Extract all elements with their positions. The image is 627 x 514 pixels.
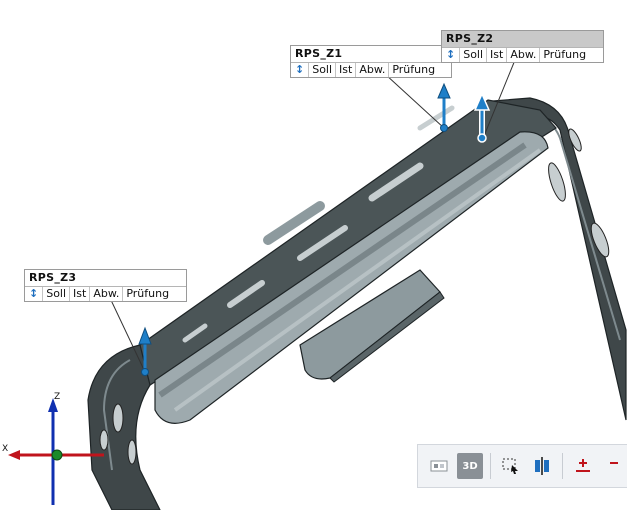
rps-z1-marker (437, 82, 451, 132)
callout-row: ↕ Soll Ist Abw. Prüfung (442, 48, 603, 62)
add-point-button[interactable] (570, 453, 596, 479)
col-abw: Abw. (356, 63, 390, 77)
align-center-button[interactable] (529, 453, 555, 479)
rps-z2-marker (473, 92, 491, 143)
view-frame-button[interactable] (426, 453, 452, 479)
3d-view-icon: 3D (462, 460, 478, 472)
view-toolbar: 3D (417, 444, 627, 488)
toolbar-divider (490, 453, 491, 479)
callout-leader (483, 59, 516, 137)
part-hole (112, 403, 124, 433)
part-hole (568, 128, 582, 152)
box-select-icon (502, 458, 518, 474)
callout-rps-z3[interactable]: RPS_Z3 ↕ Soll Ist Abw. Prüfung (24, 269, 187, 302)
part-hole (127, 439, 137, 465)
3d-view-button[interactable]: 3D (457, 453, 483, 479)
view-frame-icon (430, 460, 448, 472)
part-slot (297, 225, 348, 261)
toolbar-divider (562, 453, 563, 479)
col-abw: Abw. (90, 287, 124, 301)
col-pruefung: Prüfung (392, 63, 436, 76)
callout-row: ↕ Soll Ist Abw. Prüfung (25, 287, 186, 301)
part-tab-edge (329, 291, 445, 383)
callout-title: RPS_Z1 (291, 46, 451, 63)
align-center-icon (535, 457, 549, 475)
callout-leader (384, 73, 445, 129)
callout-title: RPS_Z3 (25, 270, 186, 287)
box-select-button[interactable] (498, 453, 524, 479)
col-soll: Soll (43, 287, 71, 301)
axis-z-label: Z (54, 392, 61, 402)
direction-arrow-icon: ↕ (25, 287, 44, 301)
col-soll: Soll (309, 63, 337, 77)
add-point-icon (576, 459, 590, 472)
col-abw: Abw. (507, 48, 541, 62)
callout-rps-z1[interactable]: RPS_Z1 ↕ Soll Ist Abw. Prüfung (290, 45, 452, 78)
part-channel (154, 131, 549, 424)
part-slot (182, 323, 208, 343)
callout-leader (109, 297, 146, 373)
part-slot (417, 105, 455, 131)
part-channel-shade (158, 142, 527, 398)
part-left-bend-inner (102, 359, 131, 471)
part-slot (263, 201, 325, 245)
part-hole (548, 162, 566, 202)
col-ist: Ist (70, 287, 91, 301)
callout-title: RPS_Z2 (442, 31, 603, 48)
callout-row: ↕ Soll Ist Abw. Prüfung (291, 63, 451, 77)
part-slot (227, 280, 265, 308)
axis-x-label: X (2, 444, 9, 454)
part-channel-highlight (173, 148, 542, 412)
col-pruefung: Prüfung (126, 287, 170, 300)
col-pruefung: Prüfung (543, 48, 587, 61)
col-ist: Ist (487, 48, 508, 62)
part-hole (590, 222, 610, 258)
remove-point-button[interactable] (601, 453, 627, 479)
part-hole (99, 429, 109, 451)
direction-arrow-icon: ↕ (291, 63, 310, 77)
callout-rps-z2[interactable]: RPS_Z2 ↕ Soll Ist Abw. Prüfung (441, 30, 604, 63)
axis-triad (8, 398, 104, 505)
col-soll: Soll (460, 48, 488, 62)
part-slot (368, 162, 424, 202)
remove-point-icon (610, 462, 618, 464)
direction-arrow-icon: ↕ (442, 48, 461, 62)
rps-z3-marker (138, 326, 152, 376)
col-ist: Ist (336, 63, 357, 77)
